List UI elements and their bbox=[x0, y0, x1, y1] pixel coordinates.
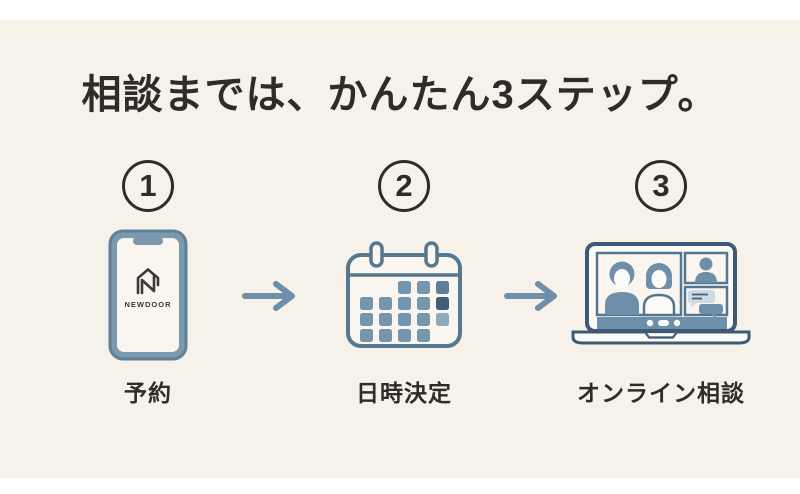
step-2-icon-box bbox=[344, 220, 464, 370]
video-controls-bar-icon bbox=[597, 317, 727, 329]
step-3-label: オンライン相談 bbox=[577, 380, 745, 406]
video-call-participant-panel-icon bbox=[683, 251, 729, 285]
infographic-canvas: 相談までは、かんたん3ステップ。 1 NEWDOOR 予約 bbox=[0, 20, 800, 478]
step-3-column: 3 bbox=[571, 160, 751, 408]
step-2-label: 日時決定 bbox=[356, 380, 452, 406]
calendar-icon bbox=[346, 241, 462, 348]
video-call-main-panel-icon bbox=[595, 251, 683, 317]
laptop-base-icon bbox=[571, 330, 751, 345]
step-3-number-badge: 3 bbox=[635, 160, 687, 212]
step-1-label: 予約 bbox=[124, 380, 172, 406]
chat-panel-icon bbox=[683, 285, 729, 318]
laptop-video-call-icon bbox=[571, 242, 751, 345]
step-1-column: 1 NEWDOOR 予約 bbox=[68, 160, 228, 408]
step-1-number-badge: 1 bbox=[122, 160, 174, 212]
right-arrow-icon bbox=[242, 281, 295, 311]
step-2-number-badge: 2 bbox=[378, 160, 430, 212]
newdoor-logo-text: NEWDOOR bbox=[125, 300, 172, 309]
smartphone-newdoor-icon: NEWDOOR bbox=[108, 229, 188, 361]
step-3-icon-box bbox=[566, 220, 756, 370]
step-2-column: 2 bbox=[324, 160, 484, 408]
page-title: 相談までは、かんたん3ステップ。 bbox=[81, 73, 719, 117]
step-1-icon-box: NEWDOOR bbox=[108, 220, 188, 370]
newdoor-house-logo-icon bbox=[136, 268, 160, 295]
right-arrow-icon bbox=[504, 281, 557, 311]
